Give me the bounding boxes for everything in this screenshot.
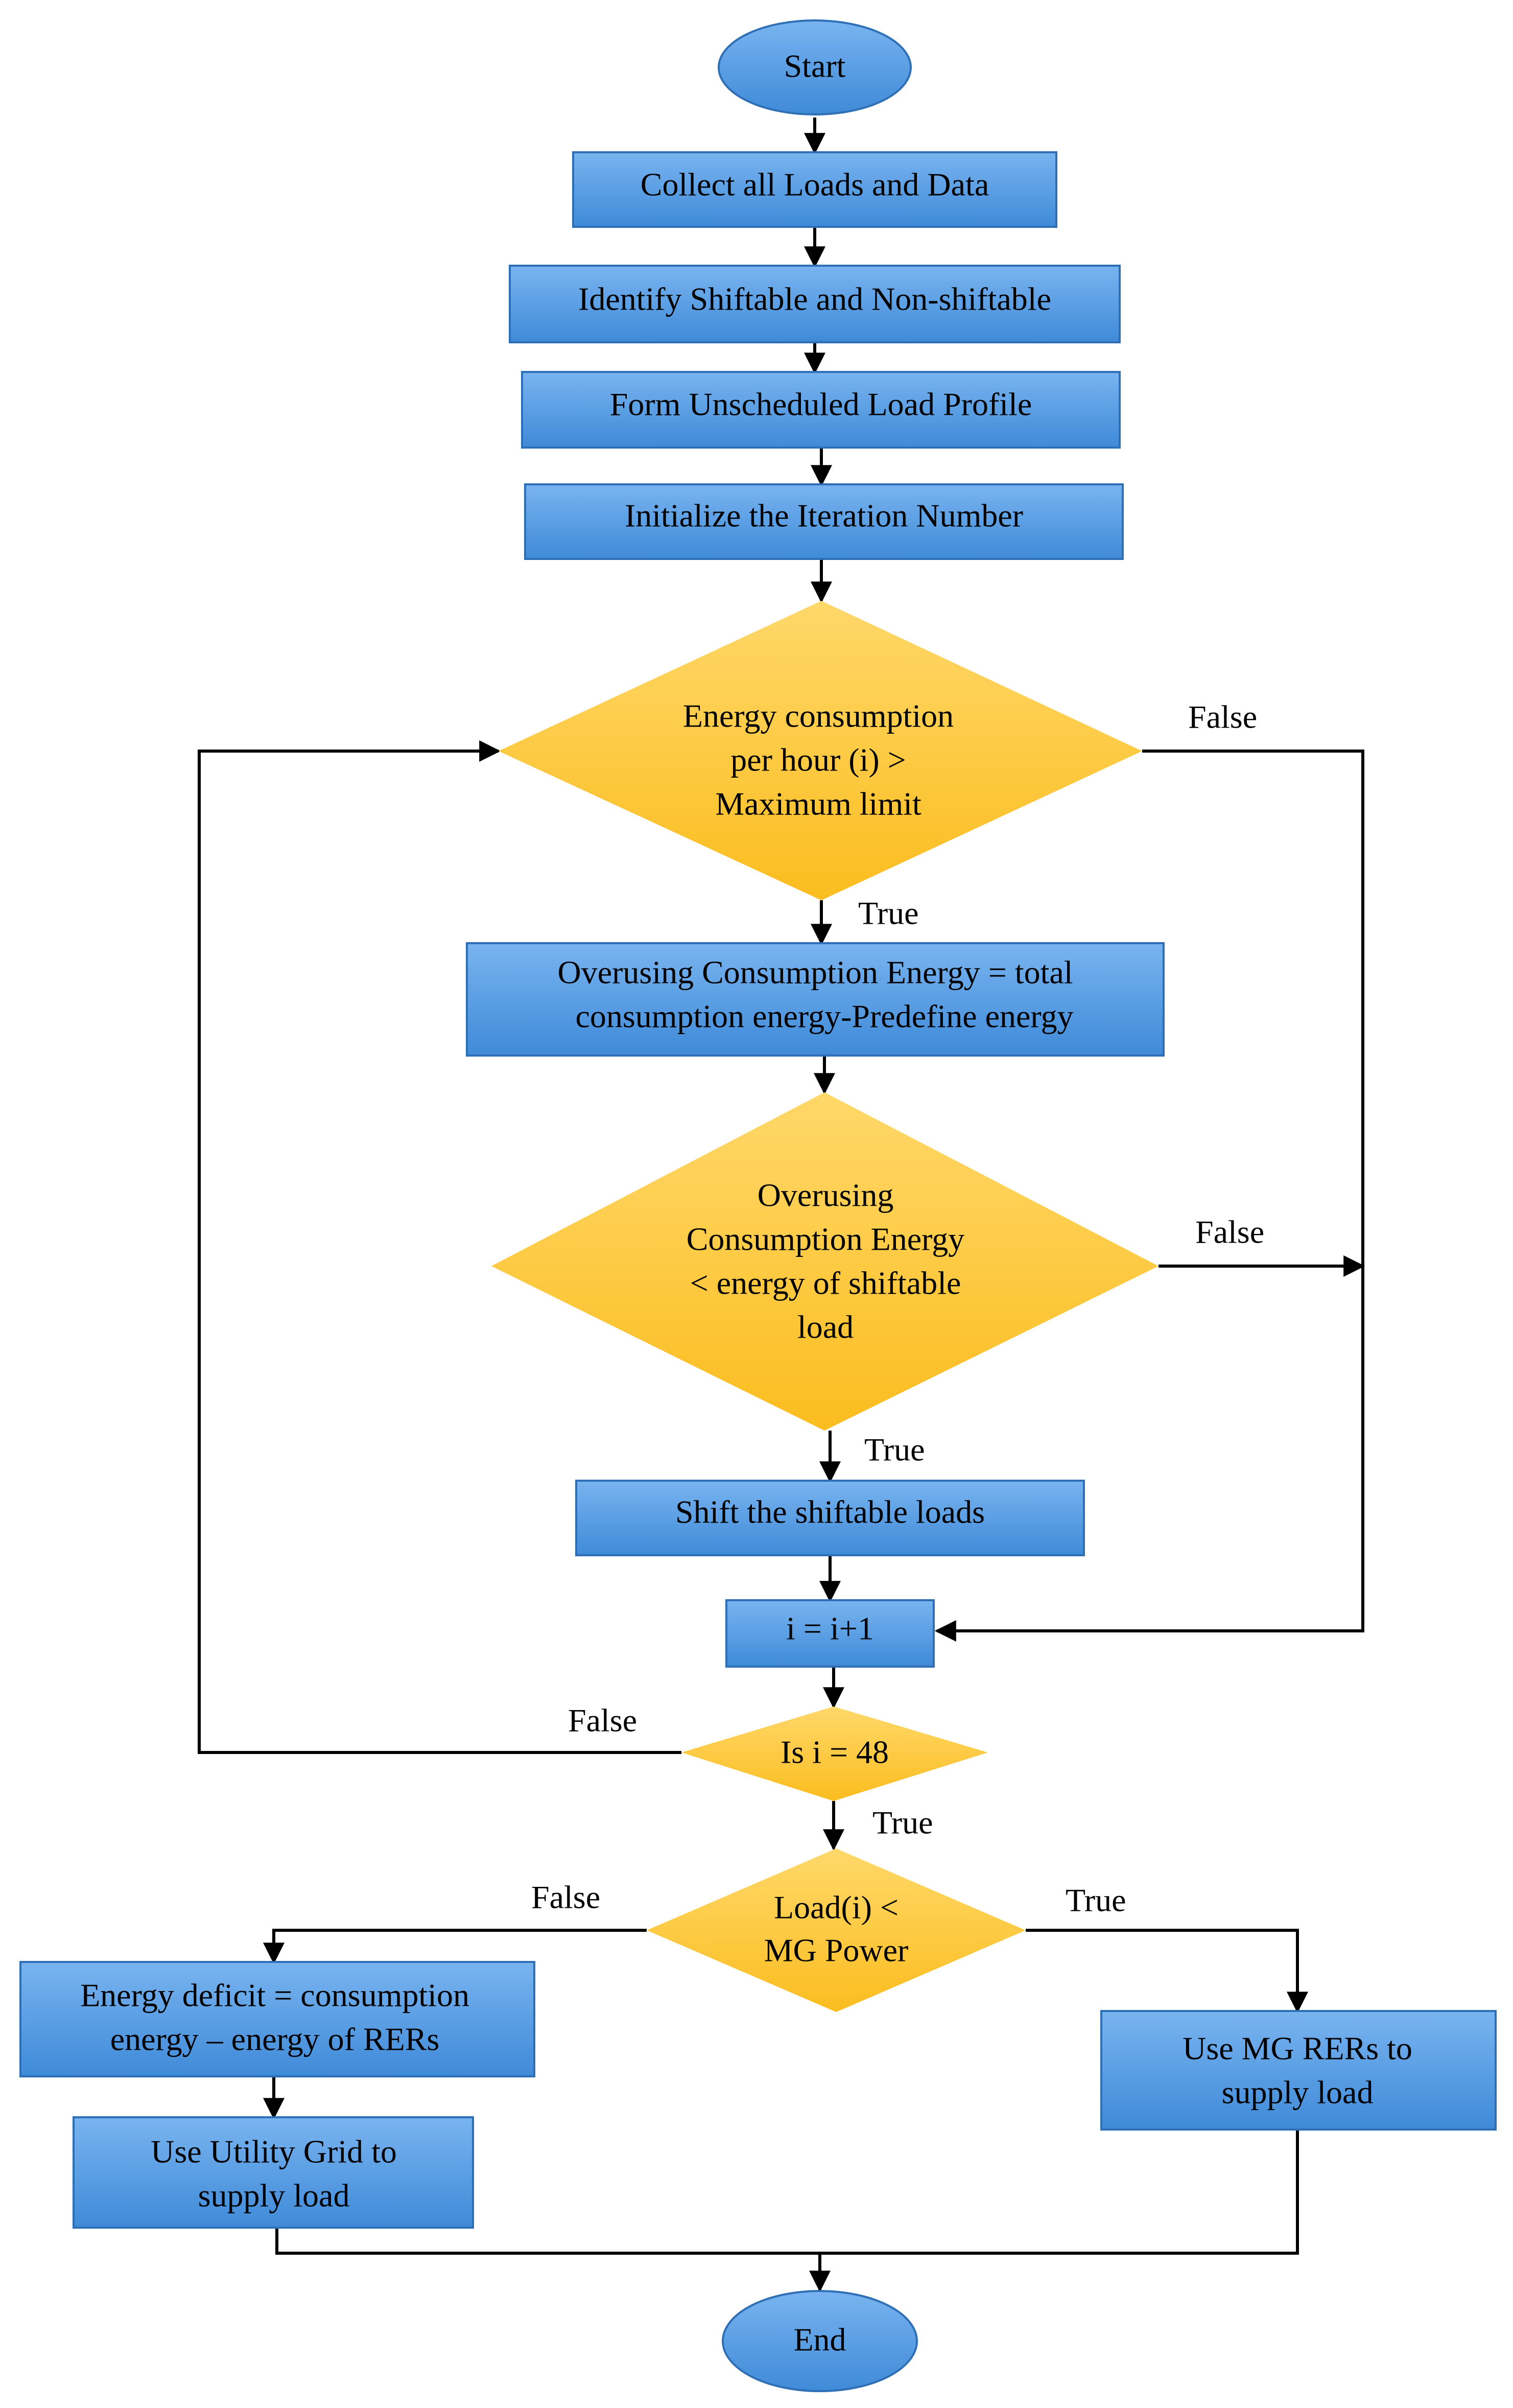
iteration-end-label: Is i = 48 xyxy=(781,1734,889,1770)
start-terminal: Start xyxy=(718,19,912,115)
d1-false-label: False xyxy=(1188,699,1257,735)
energy-deficit-line-1: Energy deficit = consumption xyxy=(80,1977,469,2014)
overuse-energy-line-2: consumption energy-Predefine energy xyxy=(575,998,1073,1035)
d2-true-label: True xyxy=(864,1432,925,1468)
identify-loads-label: Identify Shiftable and Non-shiftable xyxy=(578,281,1051,317)
load-vs-mg-line-1: Load(i) < xyxy=(774,1889,899,1926)
utility-grid-line-1: Use Utility Grid to xyxy=(151,2134,397,2170)
shift-loads-label: Shift the shiftable loads xyxy=(675,1494,985,1530)
energy-deficit-line-2: energy – energy of RERs xyxy=(110,2021,440,2058)
overuse-energy-step: Overusing Consumption Energy = total con… xyxy=(466,942,1165,1057)
overuse-energy-line-1: Overusing Consumption Energy = total xyxy=(557,954,1073,991)
shiftable-energy-line-4: load xyxy=(797,1309,854,1345)
edge-d4-true xyxy=(1026,1929,1308,2014)
load-vs-mg-decision: Load(i) < MG Power xyxy=(647,1849,1026,2012)
form-profile-step: Form Unscheduled Load Profile xyxy=(521,371,1121,449)
edge-d1-false-loop xyxy=(934,750,1364,1642)
collect-data-label: Collect all Loads and Data xyxy=(641,167,989,203)
energy-limit-decision: Energy consumption per hour (i) > Maximu… xyxy=(499,601,1142,900)
d4-false-label: False xyxy=(531,1879,600,1915)
energy-limit-line-3: Maximum limit xyxy=(715,786,921,822)
d4-true-label: True xyxy=(1066,1882,1126,1919)
shiftable-energy-line-1: Overusing xyxy=(758,1177,894,1213)
d3-false-label: False xyxy=(568,1702,637,1739)
mg-rers-line-1: Use MG RERs to xyxy=(1183,2030,1412,2067)
energy-limit-line-1: Energy consumption xyxy=(683,698,954,734)
identify-loads-step: Identify Shiftable and Non-shiftable xyxy=(509,265,1121,343)
d3-true-label: True xyxy=(872,1805,933,1841)
utility-grid-line-2: supply load xyxy=(198,2178,350,2214)
d1-true-label: True xyxy=(858,895,919,931)
energy-limit-line-2: per hour (i) > xyxy=(730,742,906,778)
shift-loads-step: Shift the shiftable loads xyxy=(575,1480,1085,1556)
mg-rers-line-2: supply load xyxy=(1222,2074,1374,2111)
shiftable-energy-decision: Overusing Consumption Energy < energy of… xyxy=(491,1092,1159,1431)
increment-label: i = i+1 xyxy=(786,1610,874,1647)
load-vs-mg-line-2: MG Power xyxy=(764,1932,909,1969)
edge-d3-false-loop xyxy=(198,740,681,1754)
d2-false-label: False xyxy=(1195,1214,1264,1250)
energy-deficit-step: Energy deficit = consumption energy – en… xyxy=(19,1961,535,2077)
end-label: End xyxy=(793,2322,846,2358)
init-iteration-label: Initialize the Iteration Number xyxy=(625,498,1023,534)
increment-step: i = i+1 xyxy=(725,1599,935,1668)
edge-d4-false xyxy=(263,1929,647,1965)
iteration-end-decision: Is i = 48 xyxy=(681,1706,988,1801)
mg-rers-step: Use MG RERs to supply load xyxy=(1100,2010,1497,2131)
shiftable-energy-line-3: < energy of shiftable xyxy=(690,1265,961,1301)
shiftable-energy-line-2: Consumption Energy xyxy=(687,1221,965,1257)
collect-data-step: Collect all Loads and Data xyxy=(572,151,1057,228)
init-iteration-step: Initialize the Iteration Number xyxy=(524,483,1124,560)
form-profile-label: Form Unscheduled Load Profile xyxy=(610,386,1032,423)
utility-grid-step: Use Utility Grid to supply load xyxy=(73,2116,474,2229)
end-terminal: End xyxy=(722,2290,918,2392)
start-label: Start xyxy=(784,48,846,84)
